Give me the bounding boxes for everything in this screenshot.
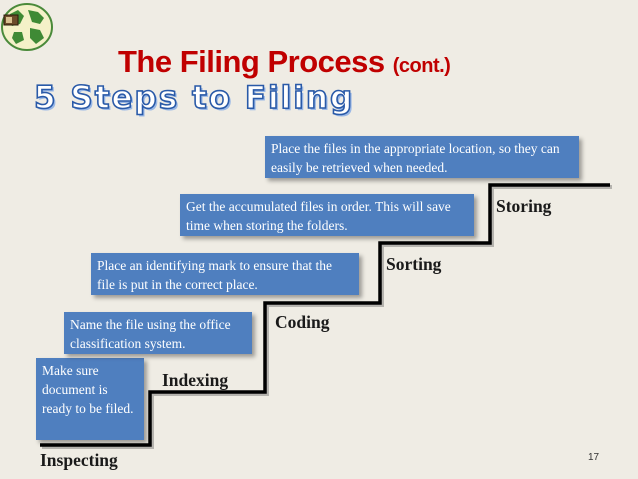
step-label-sorting: Sorting: [386, 254, 442, 274]
slide-subtitle: 5 Steps to Filing: [33, 79, 355, 117]
staircase-line: [40, 183, 610, 447]
step-description-sorting: Get the accumulated files in order. This…: [180, 194, 474, 236]
slide-title: The Filing Process (cont.): [118, 44, 451, 80]
step-description-indexing: Name the file using the office classific…: [64, 312, 252, 354]
globe-logo-icon: [1, 3, 53, 51]
page-number: 17: [588, 452, 600, 463]
step-label-storing: Storing: [496, 196, 552, 216]
title-suffix: (cont.): [392, 55, 451, 77]
step-label-inspecting: Inspecting: [40, 450, 118, 470]
step-description-storing: Place the files in the appropriate locat…: [265, 136, 579, 178]
step-label-coding: Coding: [275, 312, 330, 332]
step-description-coding: Place an identifying mark to ensure that…: [91, 253, 359, 295]
step-label-indexing: Indexing: [162, 370, 229, 390]
step-description-inspecting: Make sure document is ready to be filed.: [36, 358, 144, 440]
title-main: The Filing Process: [118, 44, 385, 79]
